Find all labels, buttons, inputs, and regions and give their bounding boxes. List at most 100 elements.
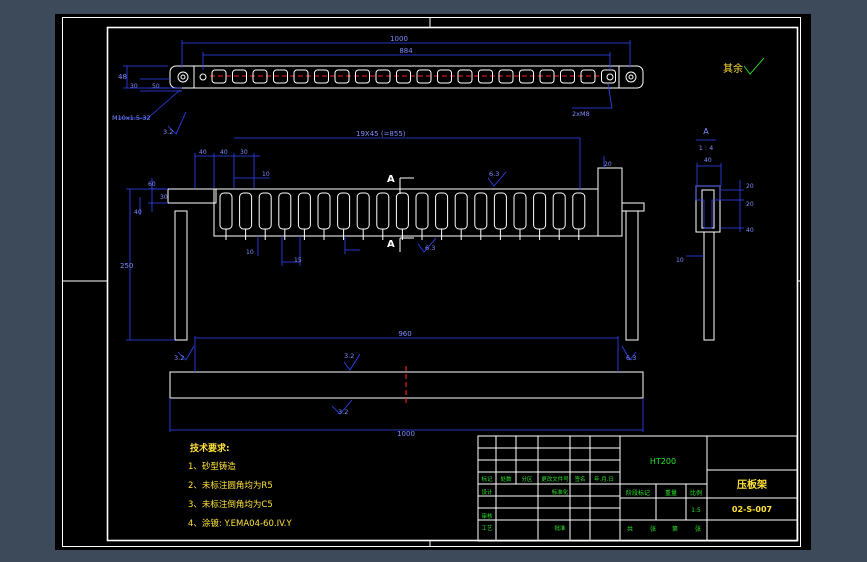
section-view-name: A xyxy=(703,127,709,136)
top-slot xyxy=(334,69,350,84)
tb-material: HT200 xyxy=(650,457,676,466)
front-slot xyxy=(356,192,370,230)
dim-hole-pitch: 884 xyxy=(399,47,413,55)
front-slot xyxy=(572,192,586,230)
top-slot xyxy=(519,69,534,84)
tb-part-name: 压板架 xyxy=(737,478,767,491)
tb-r-check: 审核 xyxy=(481,512,493,520)
tech-title: 技术要求: xyxy=(190,442,230,454)
front-slot xyxy=(376,192,390,230)
tb-sheet2: 张 xyxy=(695,525,701,533)
section-mark-bottom: A xyxy=(387,239,395,250)
rough-bottom-c: 6.3 xyxy=(626,354,636,362)
tb-r-design: 设计 xyxy=(481,488,493,496)
tb-scale-value: 1:5 xyxy=(691,507,701,514)
dim-right-tab: 20 xyxy=(604,161,612,168)
dim-overall-top: 1000 xyxy=(390,35,408,43)
hole-right xyxy=(625,71,637,83)
top-slot xyxy=(560,69,575,84)
tech-requirements: 技术要求: 1、砂型铸造 2、未标注圆角均为R5 3、未标注倒角均为C5 4、涂… xyxy=(188,442,292,529)
tb-r-approve: 批准 xyxy=(554,524,566,532)
holes-note: 2xM8 xyxy=(572,110,590,118)
rough-remaining-label: 其余 xyxy=(723,62,743,75)
section-view-scale: 1 : 4 xyxy=(699,144,714,152)
top-slot xyxy=(437,69,452,84)
dim-left-h2: 30 xyxy=(160,194,168,201)
section-mark-top: A xyxy=(387,174,395,185)
top-slot xyxy=(457,69,473,84)
tb-scale-label: 比例 xyxy=(690,489,702,497)
front-slot xyxy=(454,192,468,230)
top-slot xyxy=(580,69,596,84)
left-leg xyxy=(174,210,188,341)
dim-slot-d1: 10 xyxy=(246,249,254,256)
tb-r-std: 标准化 xyxy=(552,488,569,496)
top-slot xyxy=(355,69,370,84)
tb-stage: 阶段标记 xyxy=(626,489,650,497)
top-view: 1000 884 48 30 50 M10x1.5-32 2xM8 3.2 xyxy=(112,35,644,136)
thread-note: M10x1.5-32 xyxy=(112,114,151,122)
top-slot xyxy=(601,69,616,84)
dim-pitch-b: 40 xyxy=(220,149,228,156)
tb-h-zone: 分区 xyxy=(521,475,533,483)
tb-h-count: 处数 xyxy=(500,475,512,483)
front-slot xyxy=(533,192,547,230)
sec-top: 40 xyxy=(704,157,712,164)
front-slot xyxy=(474,192,488,230)
title-block: HT200 压板架 02-S-007 阶段标记 重量 比例 1:5 共 张 第 … xyxy=(477,435,798,542)
front-view: 19X45 (=855) 40 40 30 10 60 30 40 250 10… xyxy=(120,130,645,341)
front-slot xyxy=(337,192,351,230)
front-slot xyxy=(513,192,527,230)
sec-h3: 40 xyxy=(746,227,754,234)
sec-h1: 20 xyxy=(746,183,754,190)
top-slot xyxy=(375,69,391,84)
dim-height-total: 250 xyxy=(120,262,133,270)
tech-item-1: 1、砂型铸造 xyxy=(188,461,236,472)
front-slot xyxy=(219,192,233,230)
tb-total: 共 xyxy=(627,525,633,533)
dim-left-h3: 40 xyxy=(134,209,142,216)
right-leg xyxy=(625,210,639,341)
tb-h-sign: 签名 xyxy=(574,475,585,483)
front-slot xyxy=(415,192,429,230)
tech-item-4: 4、涂镀: Y.EMA04-60.IV.Y xyxy=(188,518,292,529)
top-slot xyxy=(416,69,432,84)
front-slot xyxy=(258,192,272,230)
front-slot xyxy=(297,192,311,230)
bottom-view: 960 1000 3.2 3.2 6.3 3.2 xyxy=(169,330,644,438)
tb-h-doc: 更改文件号 xyxy=(541,475,569,483)
sec-base: 10 xyxy=(676,257,684,264)
top-slot xyxy=(252,69,268,84)
drawing-sheet xyxy=(55,14,811,550)
tb-r-process: 工艺 xyxy=(481,525,493,532)
rough-bottom-d: 3.2 xyxy=(338,408,348,416)
tb-h-date: 年.月.日 xyxy=(594,475,614,483)
dim-left-h1: 60 xyxy=(148,181,156,188)
rough-remaining-symbol xyxy=(743,57,765,75)
tb-drawing-no: 02-S-007 xyxy=(732,505,772,514)
rough-front-a: 6.3 xyxy=(489,170,499,178)
top-slot xyxy=(539,69,555,84)
inner-border xyxy=(106,26,799,542)
dim-1000: 1000 xyxy=(397,430,415,438)
top-slot xyxy=(314,69,329,84)
rough-front-b: 6.3 xyxy=(425,244,435,252)
top-slot xyxy=(293,69,309,84)
top-slot xyxy=(232,69,247,84)
dim-pitch-c: 30 xyxy=(240,149,248,156)
hole-left xyxy=(177,71,189,83)
front-slot xyxy=(239,192,253,230)
tb-weight: 重量 xyxy=(665,489,677,497)
dim-plate-height: 48 xyxy=(118,73,127,81)
front-slot xyxy=(278,192,292,230)
outer-border xyxy=(62,17,801,547)
front-slot xyxy=(395,192,409,230)
tech-item-3: 3、未标注倒角均为C5 xyxy=(188,499,273,510)
tech-item-2: 2、未标注圆角均为R5 xyxy=(188,480,273,491)
front-slot xyxy=(493,192,507,230)
rough-bottom-a: 3.2 xyxy=(344,352,354,360)
section-view: A 1 : 4 40 20 20 40 10 xyxy=(676,127,754,341)
top-slot xyxy=(273,69,288,84)
